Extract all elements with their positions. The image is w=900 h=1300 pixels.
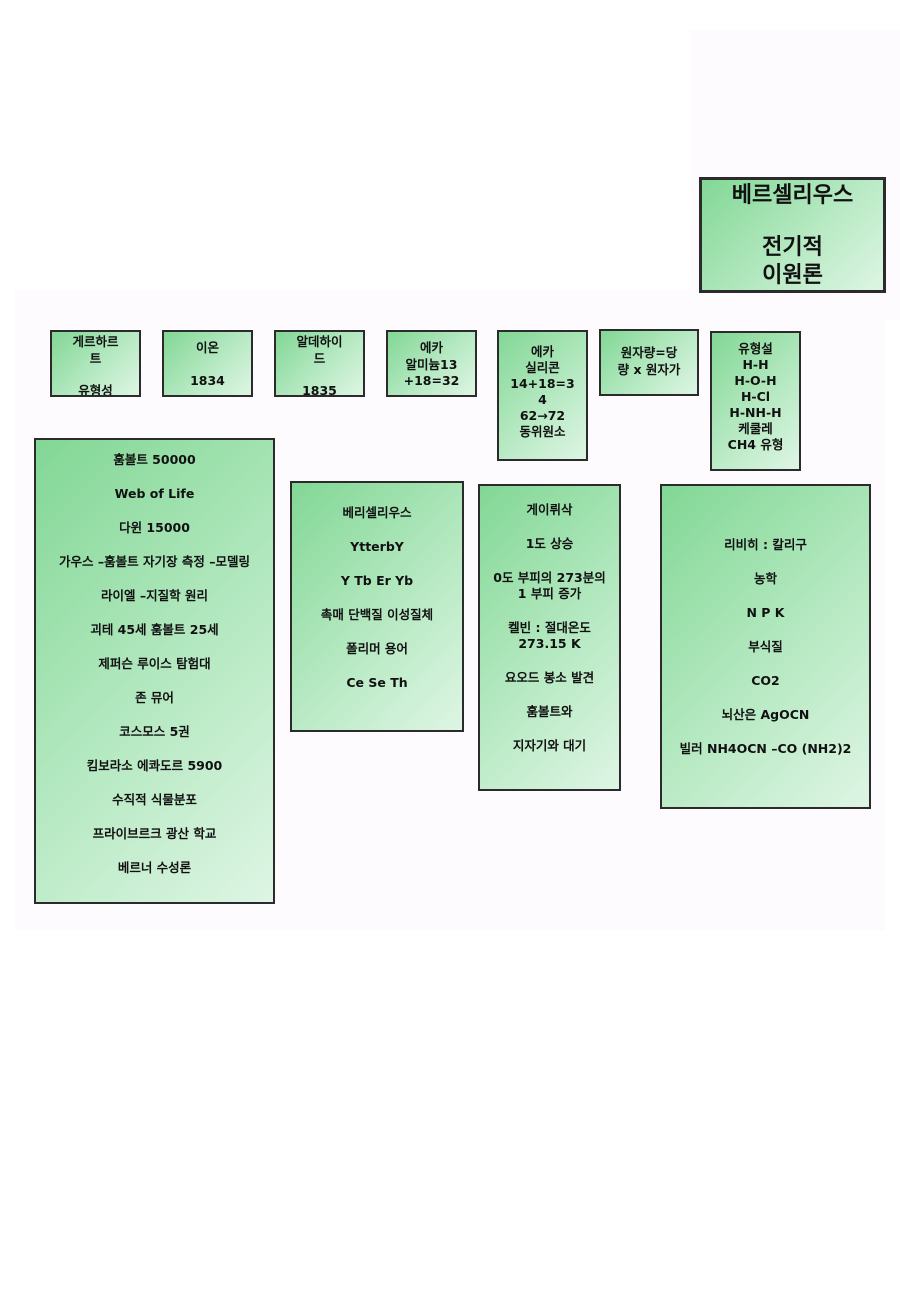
detail-item: 폴리머 용어 [346,641,408,656]
title-node: 베르셀리우스 전기적 이원론 [699,177,886,293]
detail-item: 촉매 단백질 이성질체 [320,607,434,622]
detail-item: 다윈 15000 [119,520,190,535]
node-line: 에카 [419,340,443,355]
node-line: 4 [538,392,547,407]
detail-item: Y Tb Er Yb [340,573,414,588]
detail-box-gay-lussac: 게이뤼삭 1도 상승 0도 부피의 273분의 1 부피 증가 켈빈 : 절대온… [478,484,621,791]
detail-item: YtterbY [350,539,404,554]
node-aldehyde: 알데하이 드 1835 [274,330,365,397]
node-line: CH4 유형 [727,437,784,452]
node-line: 유형성 [78,383,113,397]
node-line: 트 [89,350,102,366]
node-ion: 이온 1834 [162,330,253,397]
node-line: H-Cl [740,389,771,404]
node-gerhardt: 게르하르 트 유형성 [50,330,141,397]
detail-box-humboldt: 훔볼트 50000 Web of Life 다윈 15000 가우스 –훔볼트 … [34,438,275,904]
detail-item: 0도 부피의 273분의 1 부피 증가 [493,570,606,601]
detail-item: 리비히 : 칼리구 [724,537,807,552]
detail-item: 베르너 수성론 [117,860,192,875]
node-eka-silicon: 에카 실리콘 14+18=3 4 62→72 동위원소 [497,330,588,461]
node-line: +18=32 [403,373,460,388]
detail-box-liebig: 리비히 : 칼리구 농학 N P K 부식질 CO2 뇌산은 AgOCN 빌러 … [660,484,871,809]
node-line: 1835 [302,383,337,397]
title-line: 베르셀리우스 [731,183,854,208]
detail-item: 제퍼슨 루이스 탐험대 [98,656,211,671]
detail-item: 라이엘 –지질학 원리 [101,588,208,603]
node-line: 1834 [190,372,225,388]
node-line: 62→72 [519,408,566,423]
node-line: 게르하르 [72,334,119,349]
node-line: 드 [313,350,326,366]
detail-item: Web of Life [114,486,195,501]
node-line: 에카 [530,344,554,359]
node-line: H-O-H [734,373,777,388]
detail-item: 뇌산은 AgOCN [721,707,810,722]
node-eka-aluminium: 에카 알미늄13 +18=32 [386,330,477,397]
detail-item: 괴테 45세 훔볼트 25세 [90,622,219,637]
node-line: H-H [742,357,769,372]
detail-item: 요오드 봉소 발견 [504,670,595,685]
detail-item: 게이뤼삭 [526,502,573,517]
detail-item: 킴보라소 에콰도르 5900 [86,758,223,773]
detail-item: 1도 상승 [525,536,574,551]
node-line: 동위원소 [519,424,566,439]
node-line: 알미늄13 [405,356,458,372]
detail-item: 빌러 NH4OCN –CO (NH2)2 [679,741,852,756]
node-line: 케쿨레 [738,421,773,436]
node-line: 실리콘 [525,360,560,375]
detail-item: 부식질 [748,639,783,654]
detail-item: 훔볼트와 [526,704,573,719]
node-line: 14+18=3 [510,376,575,391]
node-line: 유형설 [738,341,773,356]
title-line: 이원론 [762,263,823,288]
detail-item: 지자기와 대기 [512,738,587,753]
detail-item: CO2 [751,673,780,688]
node-line: H-NH-H [729,405,782,420]
node-line: 알데하이 [296,334,343,349]
detail-item: 베리셀리우스 [342,505,412,520]
detail-item: N P K [746,605,785,620]
node-line: 량 x 원자가 [617,361,681,377]
node-line: 원자량=당 [620,345,678,360]
detail-item: 프라이브르크 광산 학교 [92,826,217,841]
detail-item: 존 뮤어 [135,690,174,705]
node-atomic-weight: 원자량=당 량 x 원자가 [599,329,699,396]
title-line: 전기적 [762,235,823,260]
detail-item: 켈빈 : 절대온도 273.15 K [508,620,591,651]
detail-item: 코스모스 5권 [119,724,190,739]
detail-item: 수직적 식물분포 [112,792,197,807]
detail-item: 훔볼트 50000 [113,452,196,467]
node-line: 이온 [195,340,219,355]
detail-item: 농학 [753,571,777,586]
node-type-theory: 유형설 H-H H-O-H H-Cl H-NH-H 케쿨레 CH4 유형 [710,331,801,471]
detail-box-berzelius: 베리셀리우스 YtterbY Y Tb Er Yb 촉매 단백질 이성질체 폴리… [290,481,464,732]
detail-item: Ce Se Th [346,675,408,690]
detail-item: 가우스 –훔볼트 자기장 측정 –모델링 [59,554,250,569]
